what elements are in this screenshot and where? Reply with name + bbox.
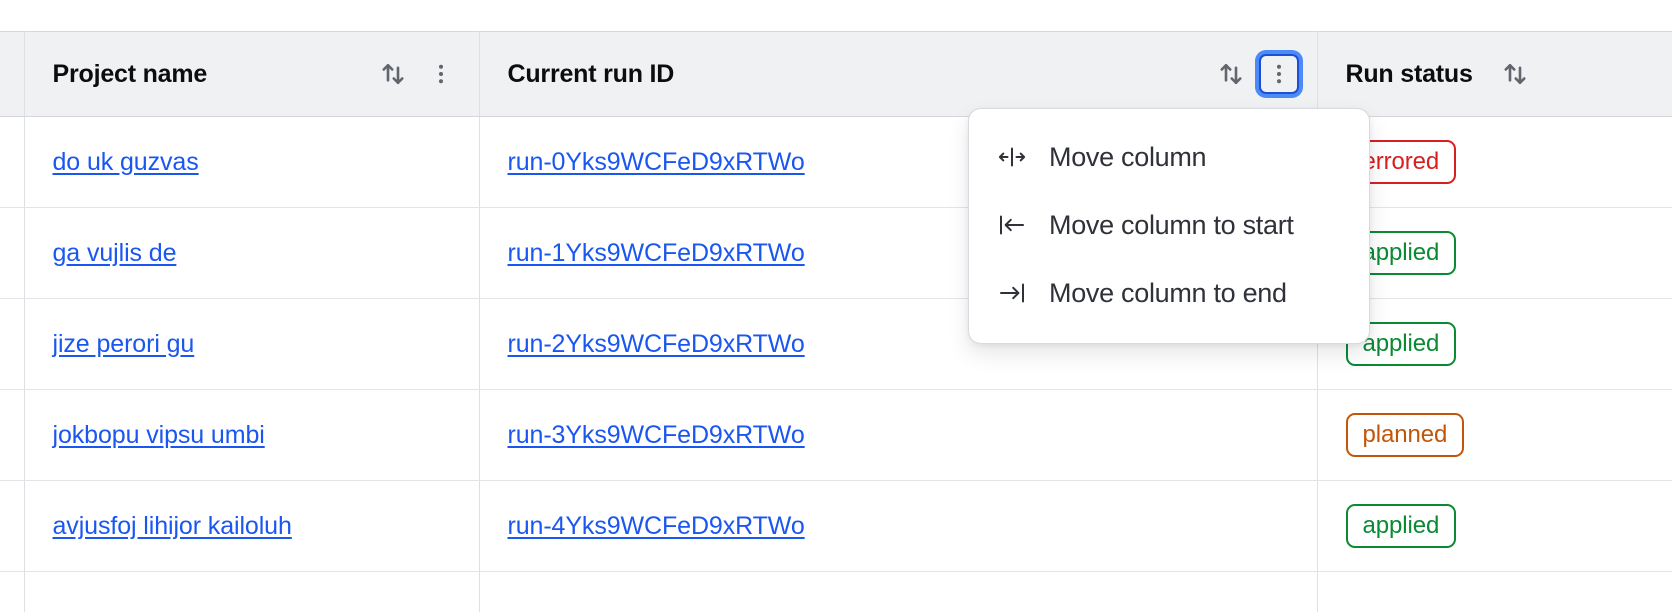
cell-project-name: jize perori gu: [24, 298, 480, 390]
row-gutter-cell: [0, 480, 25, 572]
row-gutter-cell: [0, 389, 25, 481]
cell-inner: run-1Yks9WCFeD9xRTWo: [480, 208, 1317, 298]
header-inner-run-status: Run status: [1318, 32, 1672, 116]
move-column-icon: [995, 142, 1029, 172]
cell-inner: planned: [1318, 390, 1672, 480]
cell-run-status: applied: [1317, 298, 1672, 390]
cell-inner: applied: [1318, 481, 1672, 571]
cell-inner: run-3Yks9WCFeD9xRTWo: [480, 390, 1317, 480]
run-id-link[interactable]: run-2Yks9WCFeD9xRTWo: [507, 329, 805, 358]
status-badge: applied: [1345, 322, 1457, 366]
run-id-link[interactable]: run-3Yks9WCFeD9xRTWo: [507, 420, 805, 449]
cell-run-status: [1317, 571, 1672, 612]
cell-inner: [25, 572, 479, 612]
row-gutter-cell: [0, 207, 25, 299]
cell-current-run-id: run-2Yks9WCFeD9xRTWo: [479, 298, 1318, 390]
header-cell-run-status[interactable]: Run status: [1317, 31, 1672, 117]
project-name-link[interactable]: jize perori gu: [52, 329, 195, 358]
cell-run-status: errored: [1317, 116, 1672, 208]
cell-inner: jokbopu vipsu umbi: [25, 390, 479, 480]
menu-item-label: Move column: [1049, 141, 1207, 172]
projects-table: Project name: [0, 31, 1672, 612]
cell-inner: applied: [1318, 299, 1672, 389]
table-header: Project name: [0, 31, 1672, 117]
cell-inner: jize perori gu: [25, 299, 479, 389]
move-column-to-start-icon: [995, 210, 1029, 240]
table-body: do uk guzvas run-0Yks9WCFeD9xRTWo errore…: [0, 116, 1672, 612]
kebab-menu-icon: [1266, 61, 1292, 87]
header-row: Project name: [0, 31, 1672, 117]
project-name-link[interactable]: avjusfoj lihijor kailoluh: [52, 511, 292, 540]
cell-current-run-id: run-4Yks9WCFeD9xRTWo: [479, 480, 1318, 572]
cell-project-name: do uk guzvas: [24, 116, 480, 208]
row-gutter-cell: [0, 116, 25, 208]
cell-inner: run-2Yks9WCFeD9xRTWo: [480, 299, 1317, 389]
cell-inner: avjusfoj lihijor kailoluh: [25, 481, 479, 571]
cell-inner: [480, 572, 1317, 612]
menu-item-move-column-to-end[interactable]: Move column to end: [969, 259, 1369, 327]
sort-button-run-status[interactable]: [1495, 54, 1535, 94]
run-id-link[interactable]: run-4Yks9WCFeD9xRTWo: [507, 511, 805, 540]
sort-button-project-name[interactable]: [373, 54, 413, 94]
project-name-link[interactable]: jokbopu vipsu umbi: [52, 420, 265, 449]
cell-project-name: ga vujlis de: [24, 207, 480, 299]
cell-inner: do uk guzvas: [25, 117, 479, 207]
cell-inner: applied: [1318, 208, 1672, 298]
header-cell-gutter: [0, 31, 25, 117]
run-id-link[interactable]: run-1Yks9WCFeD9xRTWo: [507, 238, 805, 267]
move-column-to-end-icon: [995, 278, 1029, 308]
column-menu-button-project-name[interactable]: [421, 54, 461, 94]
cell-run-status: applied: [1317, 480, 1672, 572]
menu-item-move-column[interactable]: Move column: [969, 123, 1369, 191]
sort-button-current-run-id[interactable]: [1211, 54, 1251, 94]
column-label-current-run-id: Current run ID: [507, 59, 675, 88]
kebab-menu-icon: [428, 61, 454, 87]
sort-arrows-icon: [378, 59, 408, 89]
project-name-link[interactable]: ga vujlis de: [52, 238, 177, 267]
status-badge: applied: [1345, 504, 1457, 548]
row-gutter-cell: [0, 298, 25, 390]
column-menu-button-current-run-id[interactable]: [1258, 54, 1299, 94]
cell-inner: run-4Yks9WCFeD9xRTWo: [480, 481, 1317, 571]
sort-arrows-icon: [1500, 59, 1530, 89]
table-row: jokbopu vipsu umbi run-3Yks9WCFeD9xRTWo …: [0, 389, 1672, 481]
project-name-link[interactable]: do uk guzvas: [52, 147, 199, 176]
row-gutter-cell: [0, 571, 25, 612]
cell-project-name: jokbopu vipsu umbi: [24, 389, 480, 481]
cell-inner: [1318, 572, 1672, 612]
cell-current-run-id: [479, 571, 1318, 612]
cell-project-name: [24, 571, 480, 612]
menu-item-label: Move column to end: [1049, 277, 1287, 308]
cell-run-status: planned: [1317, 389, 1672, 481]
sort-arrows-icon: [1216, 59, 1246, 89]
table-row: [0, 571, 1672, 612]
menu-item-label: Move column to start: [1049, 209, 1294, 240]
cell-project-name: avjusfoj lihijor kailoluh: [24, 480, 480, 572]
cell-inner: run-0Yks9WCFeD9xRTWo: [480, 117, 1317, 207]
table-row: ga vujlis de run-1Yks9WCFeD9xRTWo applie…: [0, 207, 1672, 299]
header-cell-project-name[interactable]: Project name: [24, 31, 480, 117]
table-row: do uk guzvas run-0Yks9WCFeD9xRTWo errore…: [0, 116, 1672, 208]
column-label-run-status: Run status: [1345, 59, 1473, 88]
menu-item-move-column-to-start[interactable]: Move column to start: [969, 191, 1369, 259]
header-cell-current-run-id[interactable]: Current run ID: [479, 31, 1318, 117]
table-row: avjusfoj lihijor kailoluh run-4Yks9WCFeD…: [0, 480, 1672, 572]
cell-inner: errored: [1318, 117, 1672, 207]
status-badge: planned: [1345, 413, 1465, 457]
header-inner-current-run-id: Current run ID: [480, 32, 1317, 116]
column-options-menu: Move column Move column to start Move co…: [968, 108, 1370, 344]
run-id-link[interactable]: run-0Yks9WCFeD9xRTWo: [507, 147, 805, 176]
cell-current-run-id: run-3Yks9WCFeD9xRTWo: [479, 389, 1318, 481]
header-inner-project-name: Project name: [25, 32, 479, 116]
projects-table-wrapper: Project name: [0, 31, 1672, 612]
cell-run-status: applied: [1317, 207, 1672, 299]
cell-inner: ga vujlis de: [25, 208, 479, 298]
table-row: jize perori gu run-2Yks9WCFeD9xRTWo appl…: [0, 298, 1672, 390]
column-label-project-name: Project name: [52, 59, 208, 88]
